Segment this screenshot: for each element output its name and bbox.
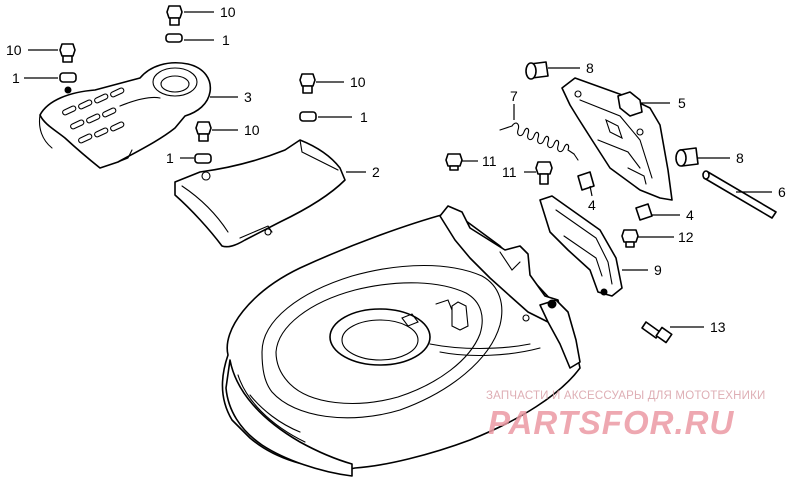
callout-10: 10 (6, 42, 22, 58)
callout-13: 13 (710, 319, 726, 335)
back-plate-part-5 (561, 77, 673, 201)
bolt-part-12 (621, 229, 639, 248)
callout-1: 1 (12, 70, 20, 86)
side-cover-part-2 (174, 139, 346, 248)
callout-1: 1 (166, 150, 174, 166)
callout-6: 6 (778, 184, 786, 200)
bushings-part-8 (525, 61, 699, 167)
callout-1: 1 (222, 32, 230, 48)
spring-part-7 (499, 122, 579, 161)
bolt-part-13 (641, 321, 673, 344)
callout-10: 10 (220, 4, 236, 20)
callout-12: 12 (678, 229, 694, 245)
callout-11: 11 (502, 164, 517, 180)
mower-deck (221, 205, 581, 477)
callout-10: 10 (244, 122, 260, 138)
leader-lines (24, 11, 772, 328)
fasteners-left (59, 5, 317, 164)
callout-labels: 10 1 10 1 3 10 1 10 1 2 8 7 5 8 11 11 4 … (6, 4, 786, 335)
callout-2: 2 (372, 164, 380, 180)
rod-part-6 (702, 170, 777, 219)
callout-4: 4 (686, 207, 694, 223)
watermark-brand: PARTSFOR.RU (488, 404, 734, 441)
vented-cover-part-3 (38, 62, 212, 169)
callout-1: 1 (360, 109, 368, 125)
callout-10: 10 (350, 74, 366, 90)
rear-flap-part-9 (539, 195, 623, 297)
callout-4: 4 (588, 197, 596, 213)
watermark: ЗАПЧАСТИ И АКСЕССУАРЫ ДЛЯ МОТОТЕХНИКИ PA… (486, 390, 766, 441)
callout-8: 8 (736, 150, 744, 166)
callout-8: 8 (586, 60, 594, 76)
watermark-subtitle: ЗАПЧАСТИ И АКСЕССУАРЫ ДЛЯ МОТОТЕХНИКИ (486, 390, 766, 402)
callout-3: 3 (244, 89, 252, 105)
callout-7: 7 (510, 88, 518, 104)
callout-5: 5 (678, 95, 686, 111)
callout-9: 9 (654, 262, 662, 278)
callout-11: 11 (482, 153, 497, 169)
bolts-part-11 (445, 153, 553, 185)
pins-part-4 (577, 171, 653, 221)
